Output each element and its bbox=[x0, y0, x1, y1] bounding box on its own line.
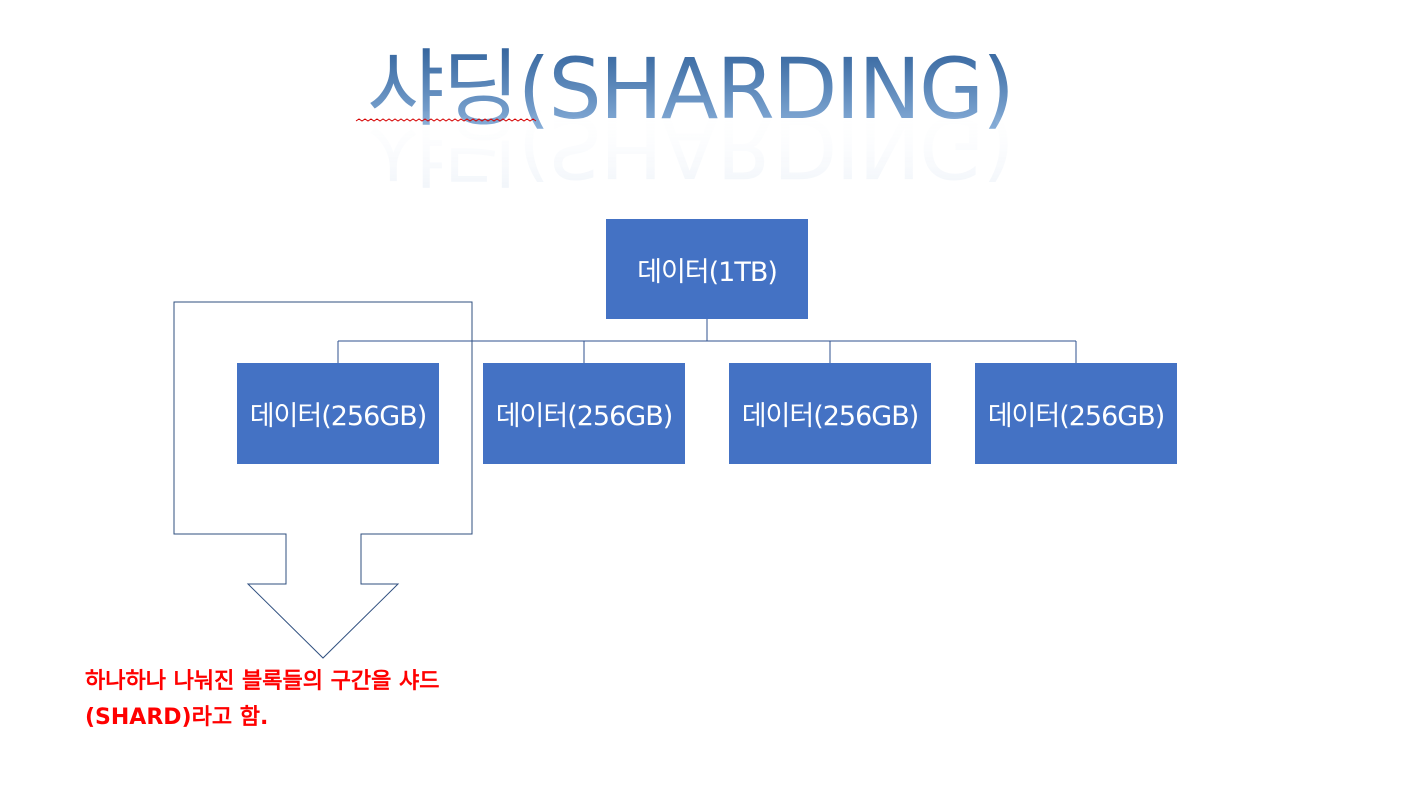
slide-title: 샤딩(SHARDING) bbox=[367, 40, 1013, 138]
down-arrow-callout bbox=[173, 301, 473, 659]
hierarchy-connectors bbox=[337, 319, 1077, 363]
shard-note-line: (SHARD)라고 함. bbox=[85, 705, 269, 730]
slide-title-graphic: 샤딩(SHARDING) 샤딩(SHARDING) bbox=[355, 40, 1015, 190]
child-node-label: 데이터(256GB) bbox=[987, 401, 1166, 432]
shard-note-line: 하나하나 나눠진 블록들의 구간을 샤드 bbox=[85, 669, 440, 694]
slide-title-area: 샤딩(SHARDING) 샤딩(SHARDING) bbox=[0, 20, 1412, 190]
child-node-label: 데이터(256GB) bbox=[741, 401, 920, 432]
child-node: 데이터(256GB) bbox=[975, 363, 1177, 464]
child-node-label: 데이터(256GB) bbox=[249, 401, 428, 432]
spellcheck-underline bbox=[355, 118, 537, 122]
root-node-label: 데이터(1TB) bbox=[637, 256, 778, 288]
child-node-label: 데이터(256GB) bbox=[495, 401, 674, 432]
child-node: 데이터(256GB) bbox=[483, 363, 685, 464]
shard-note: 하나하나 나눠진 블록들의 구간을 샤드 (SHARD)라고 함. bbox=[85, 664, 565, 736]
child-node: 데이터(256GB) bbox=[237, 363, 439, 464]
slide-title-reflection: 샤딩(SHARDING) bbox=[367, 98, 1013, 190]
root-node: 데이터(1TB) bbox=[606, 219, 808, 319]
child-node: 데이터(256GB) bbox=[729, 363, 931, 464]
